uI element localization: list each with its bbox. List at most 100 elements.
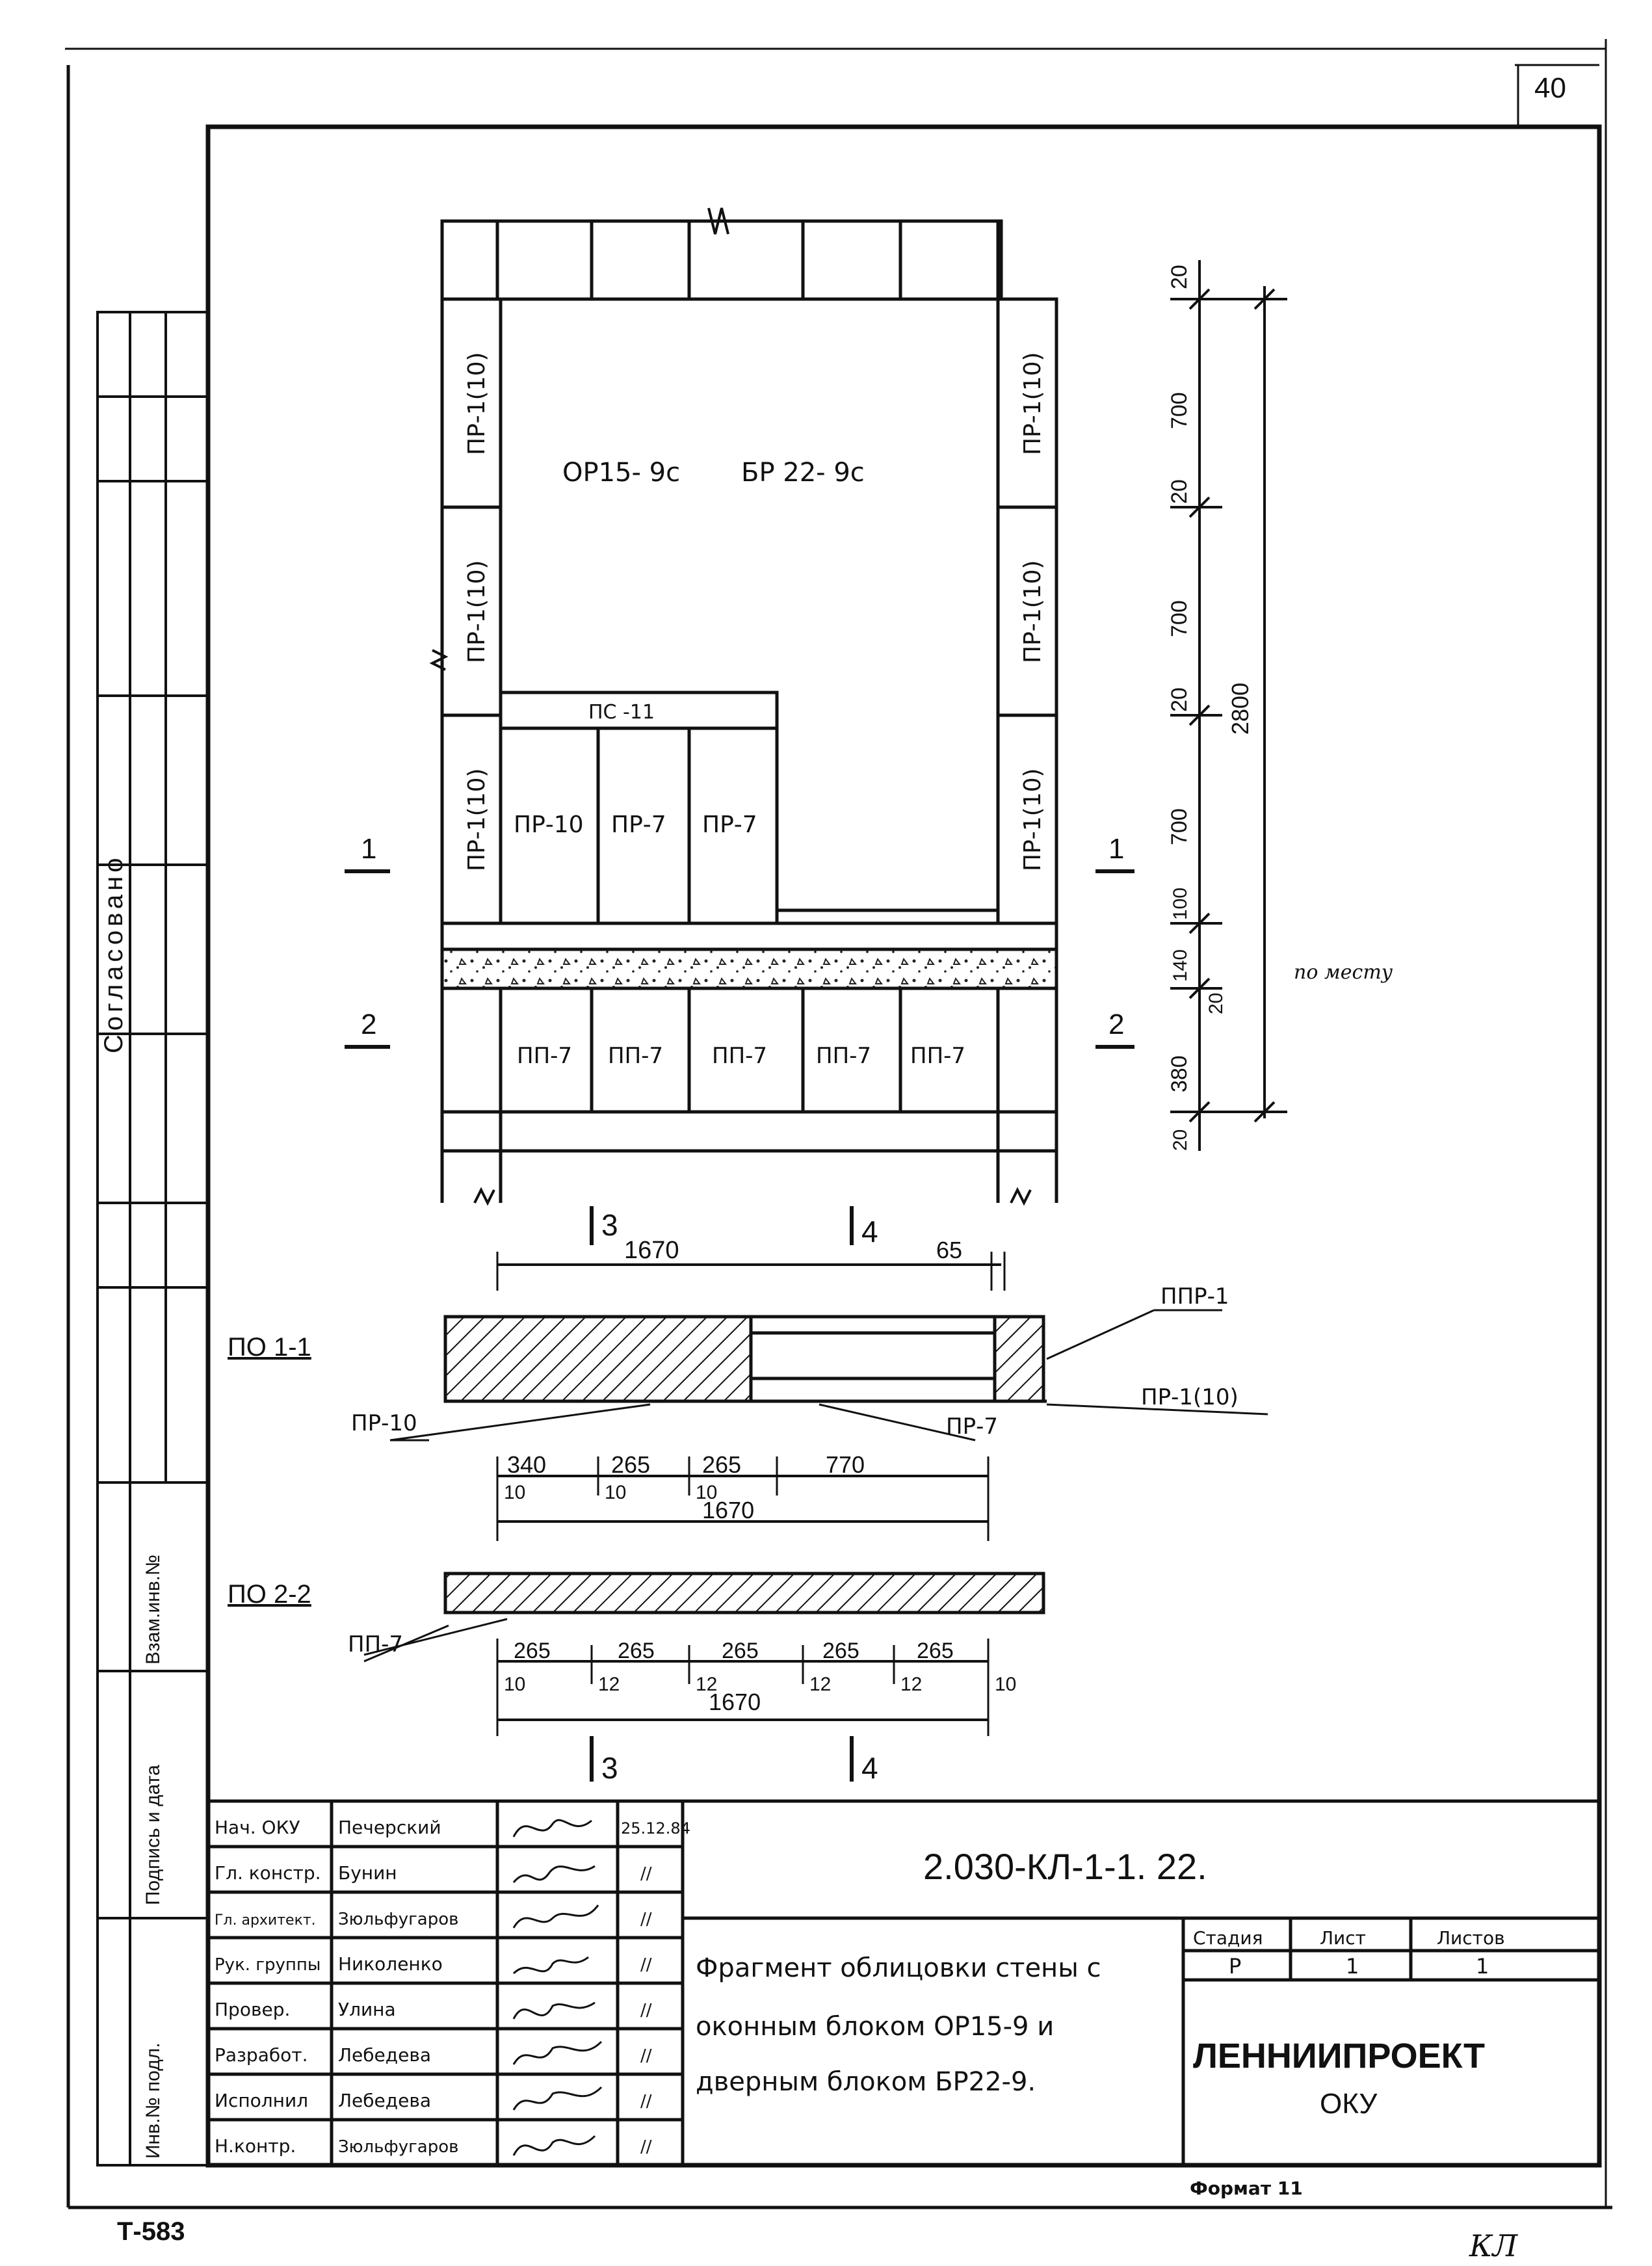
under-window-block-1: ПР-10	[514, 811, 584, 838]
pier-right-3: ПР-1(10)	[1019, 768, 1046, 871]
section-1-1	[389, 1252, 1268, 1541]
dim-top-width: 1670	[624, 1237, 679, 1264]
dim-v-9: 20	[1205, 993, 1227, 1014]
under-window-block-2: ПР-7	[611, 811, 666, 838]
section-mark-1-right: 1	[1108, 833, 1124, 865]
pier-left-2: ПР-1(10)	[464, 560, 490, 663]
section-mark-2-right: 2	[1108, 1008, 1124, 1040]
title-block-grid	[206, 1799, 1601, 2167]
role-3: Гл. архитект.	[215, 1912, 316, 1929]
pier-left-3: ПР-1(10)	[464, 768, 490, 871]
callout-pp-7: ПП-7	[348, 1631, 403, 1657]
section-2-title: ПО 2-2	[228, 1580, 311, 1609]
dim-v-11: 20	[1170, 1129, 1191, 1151]
bottom-block-1: ПП-7	[517, 1043, 572, 1069]
section-2-dim-1: 265	[514, 1639, 551, 1663]
section-2-small-4: 12	[809, 1674, 831, 1695]
role-8: Н.контр.	[215, 2135, 296, 2157]
callout-ppr-1: ППР-1	[1160, 1284, 1229, 1310]
wall-elevation	[429, 207, 1058, 1206]
dim-v-3: 20	[1167, 479, 1192, 504]
section-1-dim-3: 265	[702, 1451, 741, 1478]
section-1-small-2: 10	[605, 1482, 626, 1503]
organization-sub: ОКУ	[1320, 2088, 1378, 2120]
bottom-block-3: ПП-7	[712, 1043, 767, 1069]
under-window-block-3: ПР-7	[702, 811, 757, 838]
sheet-number-corner: 40	[1534, 72, 1566, 104]
section-1-small-3: 10	[696, 1482, 717, 1503]
name-5: Улина	[338, 1999, 396, 2020]
corner-mark: КЛ	[1469, 2228, 1519, 2263]
bottom-block-2: ПП-7	[608, 1043, 663, 1069]
section-2-small-1: 10	[504, 1674, 525, 1695]
side-stamp-swap-inv: Взам.инв.№	[142, 1555, 164, 1665]
signatures	[512, 1819, 603, 2156]
name-2: Бунин	[338, 1862, 397, 1884]
format-label: Формат 11	[1190, 2178, 1303, 2199]
dim-65: 65	[936, 1237, 962, 1263]
sheet-header: Лист	[1320, 1927, 1366, 1949]
side-stamp-inv-orig: Инв.№ подл.	[142, 2042, 164, 2159]
vertical-dimension-chain	[1170, 260, 1287, 1151]
role-7: Исполнил	[215, 2090, 308, 2111]
drawing-code: 2.030-КЛ-1-1. 22.	[923, 1846, 1207, 1887]
stage-header: Стадия	[1193, 1927, 1263, 1949]
name-7: Лебедева	[338, 2090, 431, 2111]
section-2-small-5: 12	[900, 1674, 922, 1695]
name-4: Николенко	[338, 1953, 443, 1975]
description-line-2: оконным блоком ОР15-9 и	[696, 2012, 1054, 2042]
description-line-3: дверным блоком БР22-9.	[696, 2067, 1036, 2097]
role-2: Гл. констр.	[215, 1862, 321, 1884]
dim-v-2: 700	[1167, 392, 1192, 429]
sheets-header: Листов	[1437, 1927, 1505, 1949]
name-3: Зюльфугаров	[338, 1910, 458, 1929]
axis-3-top: 3	[601, 1208, 618, 1242]
section-2-small-3: 12	[696, 1674, 717, 1695]
dim-v-7: 100	[1170, 888, 1191, 920]
section-1-total: 1670	[702, 1497, 754, 1523]
axis-4-top: 4	[861, 1215, 878, 1248]
dim-total-height: 2800	[1227, 683, 1253, 735]
bottom-block-4: ПП-7	[816, 1043, 871, 1069]
floor-note: по месту	[1294, 961, 1393, 984]
side-stamp-sign-date: Подпись и дата	[142, 1765, 164, 1905]
name-8: Зюльфугаров	[338, 2137, 458, 2157]
dim-v-10: 380	[1167, 1055, 1192, 1092]
pier-right-2: ПР-1(10)	[1019, 560, 1046, 663]
callout-pr-1-10: ПР-1(10)	[1141, 1384, 1239, 1410]
lintel-label: ПС -11	[588, 701, 655, 724]
door-block-label: БР 22- 9с	[741, 458, 865, 488]
axis-4-bottom: 4	[861, 1751, 878, 1785]
section-2-small-6: 10	[995, 1674, 1016, 1695]
name-1: Печерский	[338, 1817, 441, 1838]
side-stamp-agreed: Согласовано	[99, 854, 128, 1053]
description-line-1: Фрагмент облицовки стены с	[696, 1953, 1101, 1983]
dim-v-6: 700	[1167, 808, 1192, 845]
section-2-dim-3: 265	[722, 1639, 759, 1663]
stage-value: Р	[1229, 1954, 1241, 1979]
bottom-block-5: ПП-7	[910, 1043, 965, 1069]
date-3: //	[640, 1910, 652, 1929]
section-2-dim-2: 265	[618, 1639, 655, 1663]
date-4: //	[640, 1955, 652, 1975]
callout-pr-7: ПР-7	[946, 1414, 998, 1440]
name-6: Лебедева	[338, 2044, 431, 2066]
dim-v-5: 20	[1167, 687, 1192, 712]
callout-pr-10: ПР-10	[351, 1410, 417, 1436]
pier-right-1: ПР-1(10)	[1019, 352, 1046, 455]
section-2-total: 1670	[709, 1689, 761, 1715]
dim-v-8: 140	[1170, 949, 1191, 982]
dim-v-4: 700	[1167, 600, 1192, 637]
section-1-dim-2: 265	[611, 1451, 650, 1478]
date-2: //	[640, 1864, 652, 1884]
role-4: Рук. группы	[215, 1955, 321, 1975]
role-6: Разработ.	[215, 2044, 308, 2066]
axis-3-bottom: 3	[601, 1751, 618, 1785]
date-7: //	[640, 2092, 652, 2111]
date-6: //	[640, 2046, 652, 2066]
section-1-small-1: 10	[504, 1482, 525, 1503]
side-stamp	[96, 311, 209, 2167]
section-1-dim-4: 770	[826, 1451, 865, 1478]
section-mark-1-left: 1	[361, 833, 376, 865]
